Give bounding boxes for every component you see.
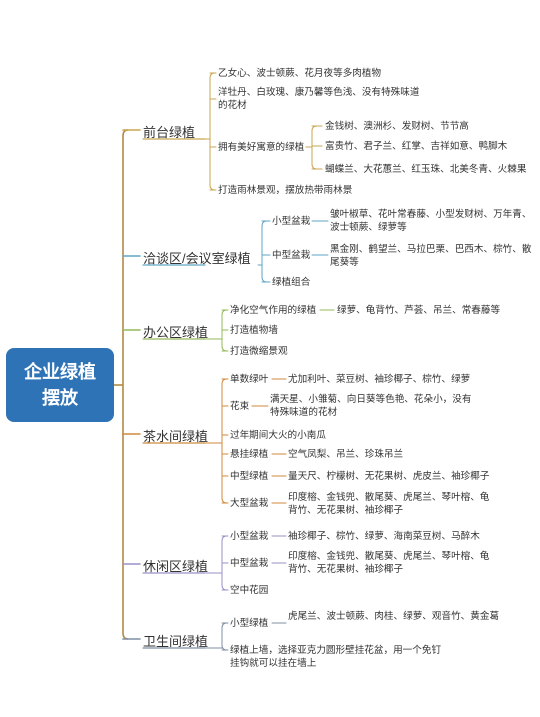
leaf-text: 绿植组合	[272, 277, 311, 288]
leaf-text: 量天尺、柠檬树、无花果树、虎皮兰、袖珍椰子	[288, 471, 490, 482]
leaf-text: 打造微缩景观	[230, 346, 288, 357]
leaf-text: 尤加利叶、菜豆树、袖珍椰子、棕竹、绿萝	[288, 374, 471, 385]
connector-line	[221, 378, 228, 504]
connector-line	[122, 129, 129, 640]
leaf-text: 小型绿植	[230, 618, 269, 629]
leaf-text: 皱叶椒草、花叶常春藤、小型发财树、万年青、波士顿蕨、绿萝等	[330, 209, 532, 233]
leaf-text: 单数绿叶	[230, 374, 269, 385]
leaf-text: 打造植物墙	[230, 325, 278, 336]
category-pantry: 茶水间绿植	[143, 429, 209, 444]
leaf-text: 大型盆栽	[230, 498, 269, 509]
leaf-text: 蝴蝶兰、大花蕙兰、红玉珠、北美冬青、火棘果	[325, 164, 527, 175]
leaf-text: 净化空气作用的绿植	[230, 305, 317, 316]
root-node: 企业绿植 摆放	[6, 348, 114, 422]
leaf-text: 空气凤梨、吊兰、珍珠吊兰	[288, 449, 404, 460]
root-title-line2: 摆放	[42, 388, 78, 408]
leaf-text: 打造雨林景观，摆放热带雨林景	[218, 185, 353, 196]
leaf-text: 中型盆栽	[230, 558, 269, 569]
leaf-text: 富贵竹、君子兰、红掌、吉祥如意、鸭脚木	[325, 141, 508, 152]
connector-line	[261, 220, 268, 283]
leaf-text: 拥有美好寓意的绿植	[218, 142, 305, 153]
category-restroom: 卫生间绿植	[143, 634, 209, 649]
leaf-text: 袖珍椰子、棕竹、绿萝、海南菜豆树、马醉木	[288, 531, 480, 542]
leaf-text: 洋牡丹、白玫瑰、康乃馨等色浅、没有特殊味道的花材	[218, 87, 420, 111]
leaf-text: 绿萝、龟背竹、芦荟、吊兰、常春藤等	[337, 305, 501, 316]
category-meeting-room: 洽谈区/会议室绿植	[143, 251, 251, 266]
leaf-text: 乙女心、波士顿蕨、花月夜等多肉植物	[218, 68, 382, 79]
category-reception: 前台绿植	[143, 125, 196, 140]
leaf-text: 中型盆栽	[272, 250, 311, 261]
connector-line	[311, 125, 318, 170]
leaf-text: 过年期间大火的小南瓜	[230, 430, 326, 441]
leaf-text: 虎尾兰、波士顿蕨、肉桂、绿萝、观音竹、黄金葛	[288, 611, 500, 622]
leaf-text: 黑金刚、鹤望兰、马拉巴栗、巴西木、棕竹、散尾葵等	[330, 244, 532, 268]
leaf-text: 绿植上墙，选择亚克力圆形壁挂花盆，用一个免钉挂钩就可以挂在墙上	[230, 645, 442, 669]
root-title-line1: 企业绿植	[24, 362, 96, 382]
leaf-text: 空中花园	[230, 585, 269, 596]
category-office: 办公区绿植	[143, 325, 209, 340]
leaf-text: 小型盆栽	[272, 216, 311, 227]
leaf-text: 花束	[230, 401, 250, 412]
leaf-text: 印度榕、金钱兜、散尾葵、虎尾兰、琴叶榕、龟背竹、无花果树、袖珍椰子	[288, 492, 490, 516]
connector-line	[221, 622, 228, 651]
leaf-text: 悬挂绿植	[230, 449, 269, 460]
leaf-text: 中型绿植	[230, 471, 269, 482]
leaf-text: 印度榕、金钱兜、散尾葵、虎尾兰、琴叶榕、龟背竹、无花果树、袖珍椰子	[288, 551, 490, 575]
leaf-text: 满天星、小雏菊、向日葵等色艳、花朵小，没有特殊味道的花材	[270, 394, 472, 418]
leaf-text: 小型盆栽	[230, 531, 269, 542]
leaf-text: 金钱树、澳洲杉、发财树、节节高	[325, 121, 469, 132]
category-lounge: 休闲区绿植	[143, 559, 209, 574]
connector-line	[209, 72, 216, 191]
